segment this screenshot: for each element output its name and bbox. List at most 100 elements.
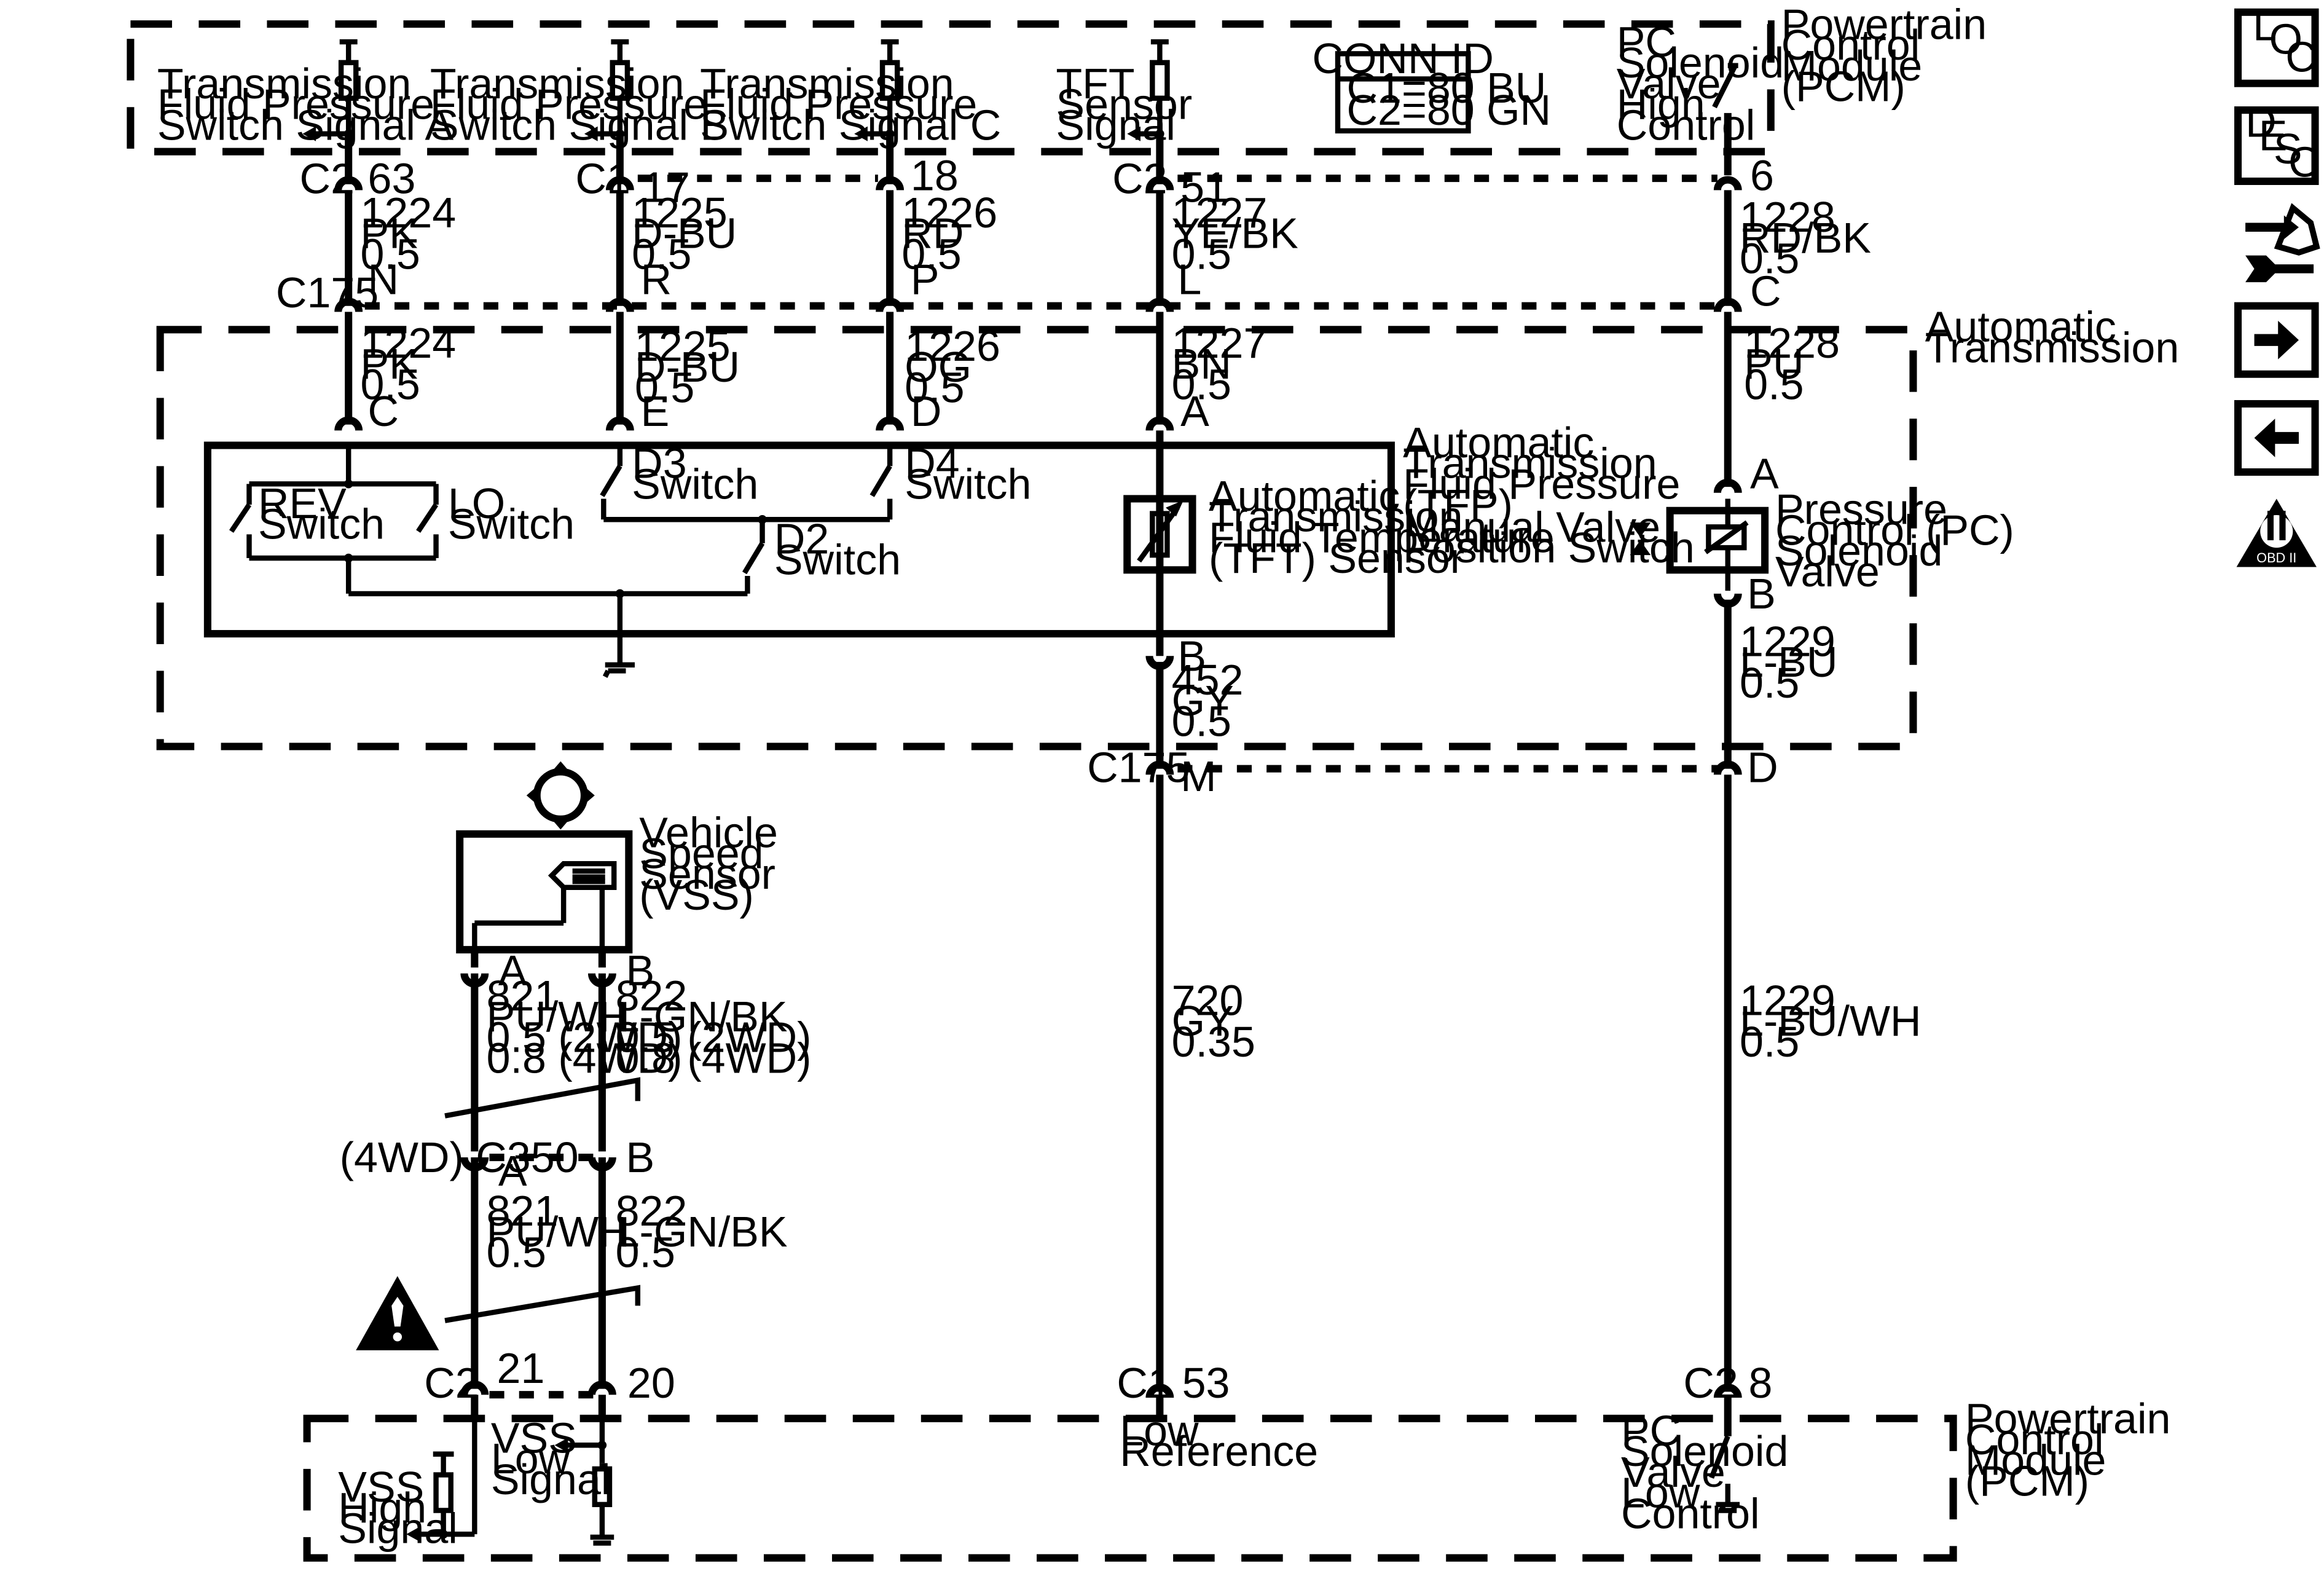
vss-locator-icon [526,761,595,830]
svg-text:A: A [498,1147,527,1195]
svg-text:720: 720 [1172,976,1244,1024]
svg-text:D2: D2 [774,515,829,563]
svg-text:0.5 (2WD): 0.5 (2WD) [487,1014,683,1061]
svg-text:R: R [641,255,672,303]
svg-text:21: 21 [497,1344,545,1392]
svg-text:Control: Control [1781,21,1920,69]
svg-text:Pressure: Pressure [1775,485,1947,533]
svg-text:PU/WH: PU/WH [487,1208,630,1256]
internal-switch-wiring [229,445,893,678]
svg-text:L-GN/BK: L-GN/BK [616,993,788,1041]
svg-text:Low: Low [1621,1469,1700,1517]
svg-text:Vehicle: Vehicle [639,809,778,857]
svg-text:Fluid Pressure: Fluid Pressure [430,81,707,128]
svg-text:PK: PK [360,340,417,388]
svg-text:C2: C2 [1112,154,1167,202]
svg-text:821: 821 [487,972,559,1020]
svg-text:C1: C1 [1117,1359,1171,1407]
svg-text:821: 821 [487,1187,559,1235]
next-arrow-button[interactable] [2234,302,2319,378]
pc-solenoid-symbol [1630,498,1769,591]
svg-text:1225: 1225 [632,189,728,237]
connector-wrench-icon[interactable] [2245,203,2320,283]
c175-labels: C175 N R P L C C175 M D [276,255,1781,800]
svg-text:1228: 1228 [1744,319,1840,367]
low-reference-label: Low Reference [1120,1406,1318,1475]
svg-text:B: B [626,947,655,994]
svg-text:High: High [1617,81,1705,128]
previous-arrow-button[interactable] [2234,400,2319,476]
vss-sensor-symbol [456,830,633,954]
svg-text:0.5: 0.5 [635,364,694,412]
svg-text:53: 53 [1182,1359,1230,1407]
loc-button[interactable]: L O C [2234,2,2319,87]
tft-sensor-symbol [1123,495,1196,574]
signal-labels: Transmission Fluid Pressure Switch Signa… [157,18,1784,149]
svg-text:(PCM): (PCM) [1781,63,1906,111]
svg-text:GY: GY [1172,677,1234,725]
obd-ii-icon[interactable]: II OBD II [2236,498,2317,567]
svg-text:Valve: Valve [1621,1448,1725,1496]
svg-text:Reference: Reference [1120,1427,1318,1475]
svg-text:L: L [2253,2,2277,50]
svg-text:B: B [626,1133,655,1181]
svg-text:C: C [2285,33,2317,81]
svg-text:0.5: 0.5 [1740,1018,1799,1066]
svg-text:(4WD) C350: (4WD) C350 [340,1133,579,1181]
svg-text:0.5: 0.5 [901,230,961,278]
desc-button[interactable]: D E S C [2234,98,2320,186]
svg-text:1227: 1227 [1172,319,1268,367]
svg-text:Switch: Switch [905,460,1031,508]
pcm-bottom-pin-labels: C2 21 20 C1 53 C2 8 [424,1344,1772,1407]
c350-labels: (4WD) C350 A B [340,1133,654,1195]
svg-text:O: O [2269,15,2302,63]
svg-text:PC: PC [1617,18,1676,66]
svg-text:1229: 1229 [1740,976,1835,1024]
svg-text:Signal: Signal [1056,101,1176,149]
svg-text:1226: 1226 [901,189,997,237]
svg-text:C: C [368,387,399,435]
tfp-pin-labels: C E D A B [368,387,1210,680]
svg-text:S: S [2274,125,2302,173]
svg-text:D3: D3 [632,439,686,487]
svg-text:0.5: 0.5 [360,230,420,278]
svg-text:A: A [1180,387,1209,435]
svg-text:(TFT) Sensor: (TFT) Sensor [1209,534,1464,582]
svg-text:20: 20 [627,1359,675,1407]
svg-text:High: High [338,1484,426,1532]
svg-text:D-BU: D-BU [632,210,737,258]
svg-text:Fluid Pressure: Fluid Pressure [1403,460,1680,508]
wires [345,133,1732,1436]
svg-text:Fluid Pressure: Fluid Pressure [700,81,977,128]
svg-text:C175: C175 [276,269,379,317]
svg-text:51: 51 [1180,163,1228,211]
svg-text:C2=80 GN: C2=80 GN [1346,86,1551,134]
svg-text:822: 822 [616,1187,688,1235]
svg-text:Transmission: Transmission [1403,439,1657,487]
pc-low-switch [1709,1435,1740,1513]
svg-text:Transmission: Transmission [430,60,685,108]
svg-text:0.5: 0.5 [1172,698,1231,746]
svg-text:0.5: 0.5 [1740,659,1799,707]
svg-text:1224: 1224 [360,319,456,367]
svg-text:Control (PC): Control (PC) [1775,506,2014,554]
svg-text:Signal: Signal [491,1455,611,1503]
svg-text:0.5: 0.5 [360,361,420,409]
svg-text:PU/WH: PU/WH [487,993,630,1041]
svg-text:Sensor: Sensor [639,850,775,898]
svg-text:BN: BN [1172,340,1231,388]
svg-text:Valve: Valve [1775,548,1880,596]
svg-text:0.5: 0.5 [487,1229,546,1277]
svg-text:Powertrain: Powertrain [1965,1395,2171,1443]
pcm-bottom-label: Powertrain Control Module (PCM) [1965,1395,2171,1505]
svg-text:Automatic: Automatic [1925,303,2116,351]
svg-text:0.5: 0.5 [1740,235,1799,283]
